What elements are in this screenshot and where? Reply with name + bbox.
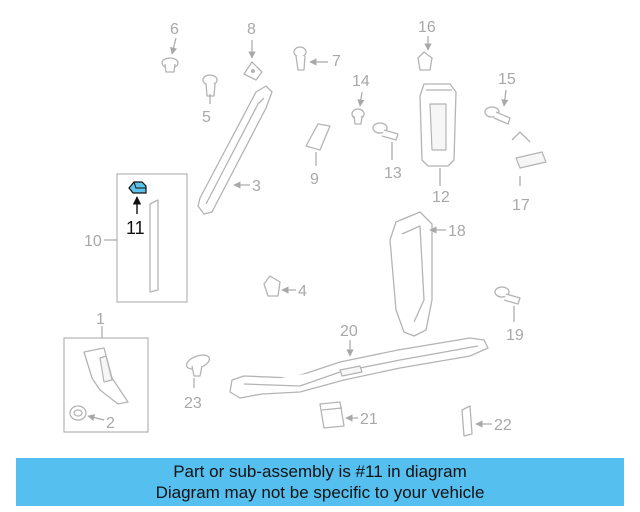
part-16-clip: 16 [417,19,436,71]
part-21-clip: 21 [319,401,378,429]
part-22-clip: 22 [461,405,512,437]
part-18-b-pillar-lower: 18 [389,211,466,337]
part-10-garnish-group: 10 [84,173,188,303]
callout-22: 22 [494,417,512,434]
part-6-clip: 6 [161,21,179,73]
part-12-b-pillar-upper: 12 [419,83,457,206]
part-23-clip: 23 [184,354,211,412]
callout-7: 7 [332,53,341,70]
callout-2: 2 [106,415,115,432]
part-17-badge: 17 [511,131,547,214]
part-9-pad: 9 [305,123,331,188]
callout-20: 20 [340,323,358,340]
part-15-bolt: 15 [484,71,516,125]
part-7-screw: 7 [293,46,341,71]
callout-13: 13 [384,165,402,182]
parts-diagram: 6 8 7 16 5 14 15 [63,19,547,437]
callout-10: 10 [84,233,102,250]
part-8-bracket: 8 [243,21,263,81]
part-11-highlighted: 11 [126,181,147,238]
part-20-sill-plate: 20 [229,323,489,399]
part-19-bolt: 19 [494,286,524,344]
callout-14: 14 [352,73,370,90]
info-banner: Part or sub-assembly is #11 in diagram D… [16,458,624,506]
callout-9: 9 [310,171,319,188]
part-5-bolt: 5 [202,74,218,126]
callout-23: 23 [184,395,202,412]
callout-1: 1 [96,311,105,328]
callout-6: 6 [170,21,179,38]
callout-17: 17 [512,197,530,214]
part-1-assembly: 1 [63,311,149,433]
callout-11: 11 [126,218,145,238]
callout-4: 4 [298,283,307,300]
part-4-clip: 4 [263,275,307,300]
callout-8: 8 [247,21,256,38]
part-2-clip: 2 [69,405,115,432]
banner-line-2: Diagram may not be specific to your vehi… [155,483,485,502]
part-3-a-pillar-trim: 3 [197,85,273,215]
callout-12: 12 [432,189,450,206]
part-13-bolt: 13 [372,122,402,182]
callout-21: 21 [360,411,378,428]
callout-3: 3 [252,178,261,195]
callout-18: 18 [448,223,466,240]
callout-16: 16 [418,19,436,36]
callout-5: 5 [202,109,211,126]
part-14-clip: 14 [351,73,370,125]
callout-15: 15 [498,71,516,88]
callout-19: 19 [506,327,524,344]
banner-line-1: Part or sub-assembly is #11 in diagram [173,462,467,481]
